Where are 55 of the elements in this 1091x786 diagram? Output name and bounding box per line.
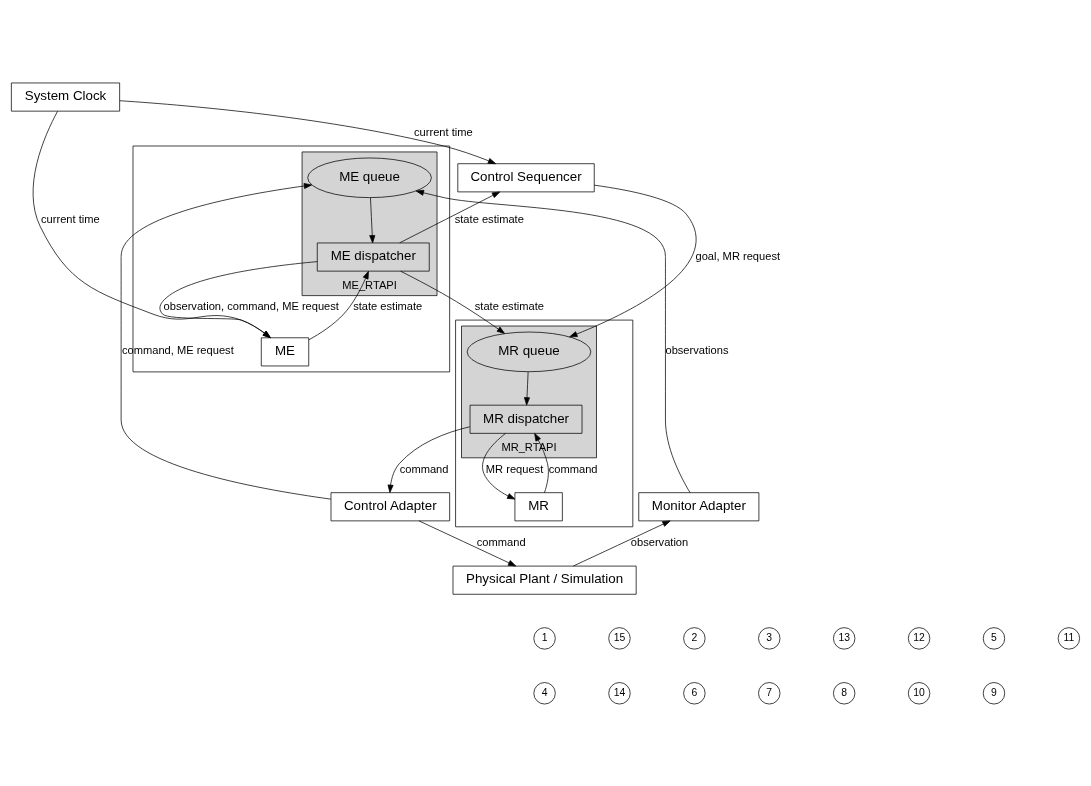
label: 3 — [766, 631, 773, 643]
label: 7 — [766, 686, 773, 698]
node-box: Physical Plant / Simulation — [452, 565, 637, 595]
arrow — [308, 270, 369, 340]
arrow — [369, 196, 376, 243]
label: 15 — [613, 631, 626, 643]
edge-label: goal, MR request — [695, 249, 781, 262]
node-box: Monitor Adapter — [638, 491, 760, 521]
node-box: ME dispatcher — [316, 242, 430, 271]
label: 10 — [913, 686, 925, 698]
edge-label: command — [548, 462, 598, 475]
label: 2 — [691, 631, 698, 643]
node-box: Control Sequencer — [457, 162, 595, 192]
arrow — [119, 99, 497, 164]
label: 13 — [838, 631, 850, 643]
cluster — [455, 319, 634, 527]
node-box: MR dispatcher — [469, 404, 583, 434]
arrow — [400, 270, 505, 334]
label: 12 — [913, 631, 925, 643]
edge-label: state estimate — [454, 212, 524, 225]
edge-label: command — [476, 535, 526, 548]
label: 9 — [991, 686, 997, 698]
node-box: Control Adapter — [330, 491, 450, 521]
arrow — [569, 184, 697, 337]
label: 14 — [613, 686, 626, 698]
arrow — [387, 425, 471, 493]
edge-label: command — [399, 462, 449, 475]
arrow — [159, 260, 318, 338]
edge-label: state estimate — [353, 299, 423, 312]
label: 11 — [1063, 631, 1075, 643]
edge-label: current time — [41, 212, 100, 225]
arrow — [572, 520, 671, 566]
arrow — [32, 110, 271, 338]
edge-label: MR request — [485, 462, 544, 475]
edge-label: state estimate — [474, 299, 544, 312]
label: 4 — [541, 686, 548, 698]
edge-label: observation, command, ME request — [163, 299, 339, 312]
node-box: MR — [514, 491, 563, 521]
arrow — [399, 191, 501, 243]
arrow — [482, 432, 516, 499]
label: 8 — [841, 686, 848, 698]
edge-label: observation — [630, 535, 689, 548]
label: 6 — [691, 686, 698, 698]
arrow — [418, 520, 517, 566]
edge-label: observations — [665, 343, 729, 356]
arrow — [534, 432, 549, 493]
label: 1 — [541, 631, 548, 643]
arrow — [415, 189, 691, 493]
arrow — [120, 182, 332, 499]
node-box: System Clock — [11, 82, 120, 112]
label: 5 — [991, 631, 997, 643]
edge-label: command, ME request — [121, 343, 234, 356]
node-box: ME — [260, 336, 310, 366]
arrow — [524, 371, 530, 405]
edge-label: current time — [414, 125, 473, 138]
